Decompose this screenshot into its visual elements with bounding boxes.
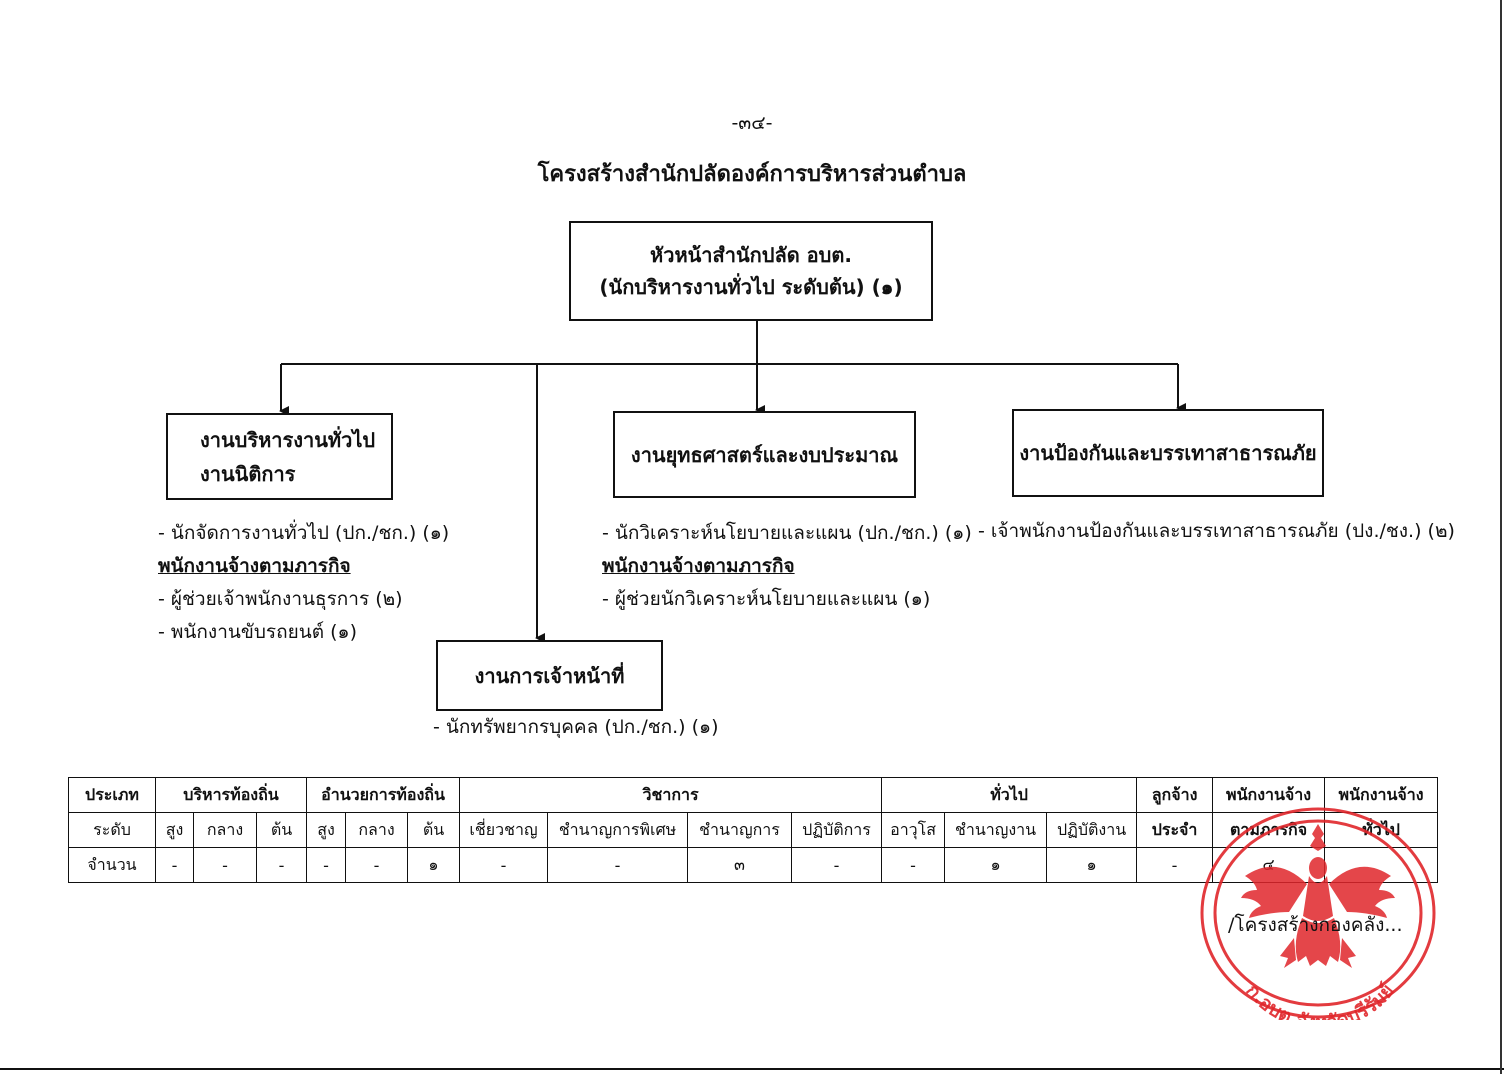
list-item: - นักทรัพยากรบุคคล (ปก./ชก.) (๑) [433,716,719,738]
table-cell: ๑ [944,847,1048,883]
page-number: -๓๔- [731,112,773,134]
table-cell: สูง [155,812,194,848]
local-admin-header: บริหารท้องถิ่น [155,777,307,813]
svg-text:ก.อบต.จังหวัดบุรีรัมย์: ก.อบต.จังหวัดบุรีรัมย์ [1241,980,1398,1020]
page-bottom-edge [0,1068,1504,1070]
table-cell: อาวุโส [881,812,946,848]
seal-text: ก.อบต.จังหวัดบุรีรัมย์ [1241,980,1398,1020]
list-item: - ผู้ช่วยเจ้าพนักงานธุรการ (๒) [158,588,403,610]
level-header: ระดับ [68,812,156,848]
table-cell: ๑ [1046,847,1138,883]
table-cell: ๓ [687,847,793,883]
garuda-emblem-icon [1241,824,1395,968]
table-cell: เชี่ยวชาญ [459,812,549,848]
table-cell: ปฏิบัติงาน [1046,812,1138,848]
personnel-unit-box: งานการเจ้าหน้าที่ [436,640,663,711]
list-item: - นักวิเคราะห์นโยบายและแผน (ปก./ชก.) (๑) [602,522,972,544]
academic-header: วิชาการ [459,777,883,813]
table-cell: - [1136,847,1214,883]
type-header: ประเภท [68,777,156,813]
mission-staff-heading: พนักงานจ้างตามภารกิจ [158,555,351,577]
table-cell: - [881,847,946,883]
permanent-employee-header: ลูกจ้าง [1136,777,1214,813]
table-cell: สูง [306,812,346,848]
table-cell: - [193,847,257,883]
head-of-office-box: หัวหน้าสำนักปลัด อบต. (นักบริหารงานทั่วไ… [569,221,933,321]
official-seal-stamp: ก.อบต.จังหวัดบุรีรัมย์ [1200,807,1436,1020]
table-cell: - [791,847,883,883]
table-cell: ชำนาญการ [687,812,793,848]
general-employee-header: พนักงานจ้าง [1324,777,1439,813]
staff-summary-table: ประเภท บริหารท้องถิ่น อำนวยการท้องถิ่น ว… [68,777,1439,883]
head-position: (นักบริหารงานทั่วไป ระดับต้น) (๑) [599,275,903,299]
general-header: ทั่วไป [881,777,1138,813]
table-cell: ต้น [406,812,461,848]
personnel-staff-list: - นักทรัพยากรบุคคล (ปก./ชก.) (๑) [433,711,719,744]
count-header: จำนวน [68,847,156,883]
legal-unit-title: งานนิติการ [200,461,296,486]
list-item: - ผู้ช่วยนักวิเคราะห์นโยบายและแผน (๑) [602,588,931,610]
table-cell: - [256,847,307,883]
mission-staff-heading: พนักงานจ้างตามภารกิจ [602,555,795,577]
table-cell: ๑ [406,847,461,883]
table-cell: ชำนาญงาน [944,812,1048,848]
page-right-edge [1500,0,1502,1074]
head-title: หัวหน้าสำนักปลัด อบต. [650,243,852,267]
table-cell: - [345,847,408,883]
next-page-reference: /โครงสร้างกองคลัง... [1228,914,1403,936]
strategy-staff-list: - นักวิเคราะห์นโยบายและแผน (ปก./ชก.) (๑)… [602,517,972,616]
table-cell: - [547,847,689,883]
table-cell: - [459,847,549,883]
table-cell: ชำนาญการพิเศษ [547,812,689,848]
table-cell: กลาง [193,812,257,848]
disaster-prevention-unit-title: งานป้องกันและบรรเทาสาธารณภัย [1019,441,1317,465]
strategy-budget-unit-title: งานยุทธศาสตร์และงบประมาณ [630,442,899,467]
table-cell: - [155,847,194,883]
table-cell: ปฏิบัติการ [791,812,883,848]
local-director-header: อำนวยการท้องถิ่น [305,777,461,813]
list-item: - เจ้าพนักงานป้องกันและบรรเทาสาธารณภัย (… [978,520,1455,542]
personnel-unit-title: งานการเจ้าหน้าที่ [474,663,625,688]
mission-employee-header: พนักงานจ้าง [1212,777,1326,813]
list-item: - นักจัดการงานทั่วไป (ปก./ชก.) (๑) [158,522,450,544]
table-row: ประเภท บริหารท้องถิ่น อำนวยการท้องถิ่น ว… [68,777,1439,813]
strategy-budget-unit-box: งานยุทธศาสตร์และงบประมาณ [613,411,916,498]
general-admin-unit-title: งานบริหารงานทั่วไป [200,427,376,452]
document-title: โครงสร้างสำนักปลัดองค์การบริหารส่วนตำบล [537,162,967,187]
table-cell: กลาง [345,812,408,848]
disaster-staff-list: - เจ้าพนักงานป้องกันและบรรเทาสาธารณภัย (… [978,515,1455,548]
table-row: จำนวน - - - - - ๑ - - ๓ - - ๑ ๑ - ๔ [68,847,1439,883]
list-item: - พนักงานขับรถยนต์ (๑) [158,621,357,643]
table-cell: - [306,847,346,883]
general-admin-unit-box: งานบริหารงานทั่วไป งานนิติการ [166,413,393,500]
table-cell: ต้น [256,812,307,848]
general-admin-staff-list: - นักจัดการงานทั่วไป (ปก./ชก.) (๑) พนักง… [158,517,449,649]
disaster-prevention-unit-box: งานป้องกันและบรรเทาสาธารณภัย [1012,409,1324,497]
